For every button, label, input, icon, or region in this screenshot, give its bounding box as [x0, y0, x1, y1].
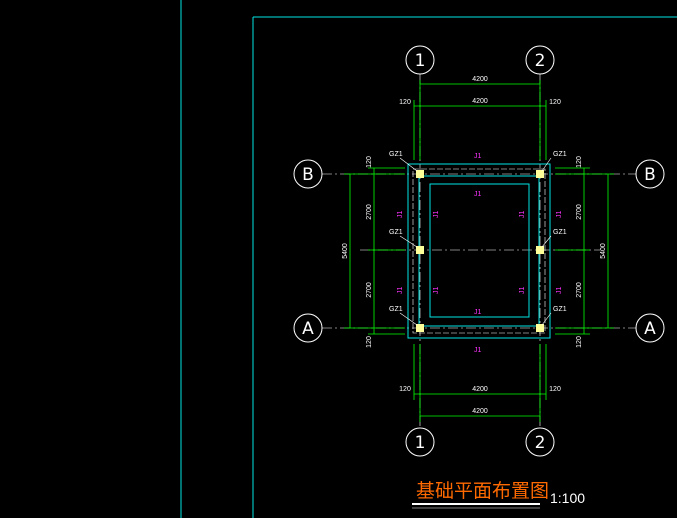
svg-text:5400: 5400: [600, 243, 607, 259]
axis-bubble-1-bottom: 1: [405, 427, 435, 457]
footing-tags: J1 J1 J1 J1 J1 J1 J1 J1 J1 J1 J1 J1: [397, 153, 563, 354]
svg-text:GZ1: GZ1: [389, 229, 403, 236]
svg-text:120: 120: [399, 99, 411, 106]
svg-text:1: 1: [415, 51, 426, 71]
svg-text:GZ1: GZ1: [389, 306, 403, 313]
bottom-dimensions: [413, 344, 547, 422]
svg-text:4200: 4200: [472, 408, 488, 415]
svg-text:GZ1: GZ1: [553, 151, 567, 158]
svg-text:J1: J1: [474, 191, 482, 198]
svg-text:120: 120: [549, 386, 561, 393]
svg-text:4200: 4200: [472, 98, 488, 105]
axis-bubble-a-right: A: [635, 313, 665, 343]
svg-text:J1: J1: [474, 153, 482, 160]
svg-text:B: B: [644, 165, 656, 185]
svg-text:J1: J1: [474, 347, 482, 354]
axis-bubble-2-bottom: 2: [525, 427, 555, 457]
drawing-title: 基础平面布置图: [416, 480, 549, 502]
svg-text:J1: J1: [397, 211, 404, 219]
svg-text:120: 120: [549, 99, 561, 106]
svg-text:GZ1: GZ1: [553, 229, 567, 236]
svg-text:2700: 2700: [366, 282, 373, 298]
svg-text:4200: 4200: [472, 76, 488, 83]
structural-columns: [416, 170, 544, 332]
left-dimensions: [344, 167, 405, 335]
svg-text:GZ1: GZ1: [553, 306, 567, 313]
column-labels: GZ1 GZ1 GZ1 GZ1 GZ1 GZ1: [389, 151, 567, 326]
svg-text:120: 120: [366, 336, 373, 348]
axis-bubble-b-left: B: [293, 159, 323, 189]
svg-text:120: 120: [366, 156, 373, 168]
svg-text:J1: J1: [519, 287, 526, 295]
axis-lines: [322, 74, 636, 428]
svg-text:J1: J1: [474, 309, 482, 316]
svg-text:B: B: [302, 165, 314, 185]
svg-text:J1: J1: [519, 211, 526, 219]
svg-text:J1: J1: [397, 287, 404, 295]
svg-text:2700: 2700: [366, 204, 373, 220]
svg-text:1: 1: [415, 433, 426, 453]
svg-text:5400: 5400: [342, 243, 349, 259]
svg-text:J1: J1: [556, 211, 563, 219]
axis-bubble-1-top: 1: [405, 45, 435, 75]
svg-text:120: 120: [576, 156, 583, 168]
top-dimensions: [413, 80, 547, 160]
svg-text:2700: 2700: [576, 282, 583, 298]
svg-text:A: A: [644, 319, 656, 339]
svg-text:2700: 2700: [576, 204, 583, 220]
svg-text:2: 2: [535, 433, 546, 453]
svg-text:J1: J1: [433, 287, 440, 295]
svg-text:120: 120: [576, 336, 583, 348]
svg-text:J1: J1: [556, 287, 563, 295]
svg-text:J1: J1: [433, 211, 440, 219]
svg-text:2: 2: [535, 51, 546, 71]
svg-text:GZ1: GZ1: [389, 151, 403, 158]
svg-text:A: A: [302, 319, 314, 339]
right-dimensions: [555, 167, 614, 335]
svg-text:120: 120: [399, 386, 411, 393]
svg-text:4200: 4200: [472, 386, 488, 393]
drawing-scale: 1:100: [550, 490, 585, 506]
axis-bubble-b-right: B: [635, 159, 665, 189]
axis-bubble-a-left: A: [293, 313, 323, 343]
foundation-outlines: [407, 163, 551, 339]
axis-bubble-2-top: 2: [525, 45, 555, 75]
